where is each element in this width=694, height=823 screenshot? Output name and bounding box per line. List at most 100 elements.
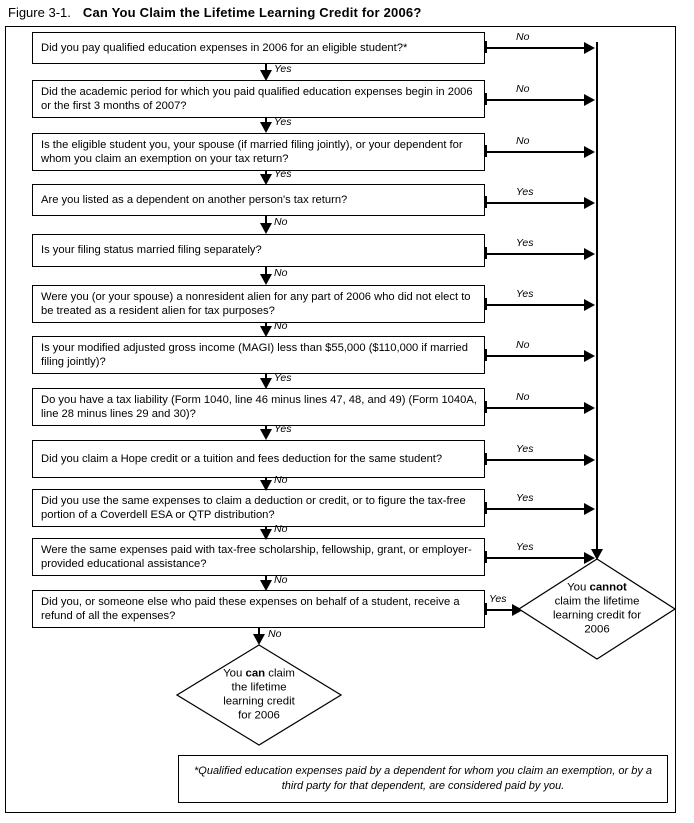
outcome-line-1-prefix: You [567, 581, 590, 594]
connector-arrow-6 [260, 326, 272, 337]
branch-label-8: No [516, 391, 530, 403]
outcome-can-text: You can claim the lifetime learning cred… [176, 667, 342, 724]
flow-label-11: No [274, 574, 288, 586]
flow-label-2: Yes [274, 116, 292, 128]
branch-stub-12 [485, 603, 487, 615]
branch-arrow-6 [584, 299, 595, 311]
outcome-can-diamond: You can claim the lifetime learning cred… [176, 644, 342, 746]
branch-arrow-4 [584, 197, 595, 209]
question-text: Were the same expenses paid with tax-fre… [41, 543, 472, 570]
branch-arrow-12 [512, 604, 523, 616]
question-box-4: Are you listed as a dependent on another… [32, 184, 485, 216]
footnote-text: *Qualified education expenses paid by a … [193, 765, 652, 792]
outcome-line-4: for 2006 [238, 710, 280, 723]
outcome-line-1-suffix: claim [265, 667, 295, 680]
question-text: Did you claim a Hope credit or a tuition… [41, 452, 443, 465]
right-trunk-line [596, 42, 598, 558]
question-box-11: Were the same expenses paid with tax-fre… [32, 538, 485, 576]
question-text: Were you (or your spouse) a nonresident … [41, 290, 471, 317]
question-box-10: Did you use the same expenses to claim a… [32, 489, 485, 527]
branch-line-11 [485, 557, 585, 559]
connector-line-4 [265, 216, 267, 227]
branch-line-12 [485, 609, 515, 611]
branch-arrow-8 [584, 402, 595, 414]
question-box-3: Is the eligible student you, your spouse… [32, 133, 485, 171]
flow-label-1: Yes [274, 63, 292, 75]
branch-arrow-10 [584, 503, 595, 515]
question-box-8: Do you have a tax liability (Form 1040, … [32, 388, 485, 426]
branch-stub-2 [485, 93, 487, 105]
outcome-line-3: learning credit for [552, 610, 641, 622]
branch-stub-8 [485, 401, 487, 413]
connector-line-5 [265, 267, 267, 278]
connector-arrow-5 [260, 274, 272, 285]
flow-label-9: No [274, 474, 288, 486]
question-box-1: Did you pay qualified education expenses… [32, 32, 485, 64]
branch-stub-4 [485, 196, 487, 208]
footnote-box: *Qualified education expenses paid by a … [178, 755, 668, 803]
branch-line-10 [485, 508, 585, 510]
flow-label-5: No [274, 267, 288, 279]
branch-line-8 [485, 407, 585, 409]
right-trunk-arrow [591, 549, 603, 560]
outcome-cannot-diamond: You cannot claim the lifetime learning c… [518, 558, 676, 660]
connector-arrow-8 [260, 429, 272, 440]
branch-label-5: Yes [516, 237, 534, 249]
question-text: Do you have a tax liability (Form 1040, … [41, 393, 477, 420]
branch-stub-10 [485, 502, 487, 514]
connector-line-1 [265, 64, 267, 74]
connector-arrow-3 [260, 174, 272, 185]
diamond-shape [518, 558, 676, 660]
connector-arrow-12 [253, 634, 265, 645]
branch-arrow-5 [584, 248, 595, 260]
branch-line-3 [485, 151, 585, 153]
flow-label-7: Yes [274, 372, 292, 384]
branch-stub-6 [485, 298, 487, 310]
outcome-line-1-prefix: You [223, 667, 246, 680]
branch-label-4: Yes [516, 186, 534, 198]
branch-line-4 [485, 202, 585, 204]
flow-label-3: Yes [274, 168, 292, 180]
branch-line-6 [485, 304, 585, 306]
branch-arrow-7 [584, 350, 595, 362]
branch-label-2: No [516, 83, 530, 95]
outcome-line-2: the lifetime [231, 681, 287, 694]
question-box-2: Did the academic period for which you pa… [32, 80, 485, 118]
outcome-line-2: claim the lifetime [554, 595, 640, 608]
outcome-line-1-bold: can [245, 667, 266, 680]
branch-line-7 [485, 355, 585, 357]
branch-stub-3 [485, 145, 487, 157]
outcome-line-4: 2006 [584, 624, 610, 637]
branch-line-9 [485, 459, 585, 461]
branch-line-2 [485, 99, 585, 101]
question-box-7: Is your modified adjusted gross income (… [32, 336, 485, 374]
question-text: Did you use the same expenses to claim a… [41, 494, 466, 521]
branch-arrow-9 [584, 454, 595, 466]
question-text: Did you pay qualified education expenses… [41, 41, 408, 54]
question-text: Are you listed as a dependent on another… [41, 193, 348, 206]
branch-label-10: Yes [516, 492, 534, 504]
branch-arrow-11 [584, 552, 595, 564]
connector-arrow-10 [260, 529, 272, 540]
connector-arrow-7 [260, 378, 272, 389]
branch-stub-1 [485, 41, 487, 53]
question-box-6: Were you (or your spouse) a nonresident … [32, 285, 485, 323]
question-text: Is your filing status married filing sep… [41, 244, 262, 257]
branch-stub-7 [485, 349, 487, 361]
figure-title-row: Figure 3-1.Can You Claim the Lifetime Le… [8, 4, 421, 22]
connector-arrow-4 [260, 223, 272, 234]
branch-label-7: No [516, 339, 530, 351]
question-box-5: Is your filing status married filing sep… [32, 234, 485, 267]
branch-stub-5 [485, 247, 487, 259]
flow-label-8: Yes [274, 423, 292, 435]
flow-label-6: No [274, 320, 288, 332]
question-text: Did you, or someone else who paid these … [41, 595, 460, 622]
question-text: Did the academic period for which you pa… [41, 85, 473, 112]
branch-label-9: Yes [516, 443, 534, 455]
branch-label-3: No [516, 135, 530, 147]
diamond-shape [176, 644, 342, 746]
flow-label-4: No [274, 216, 288, 228]
branch-label-11: Yes [516, 541, 534, 553]
branch-label-12: Yes [489, 593, 507, 605]
